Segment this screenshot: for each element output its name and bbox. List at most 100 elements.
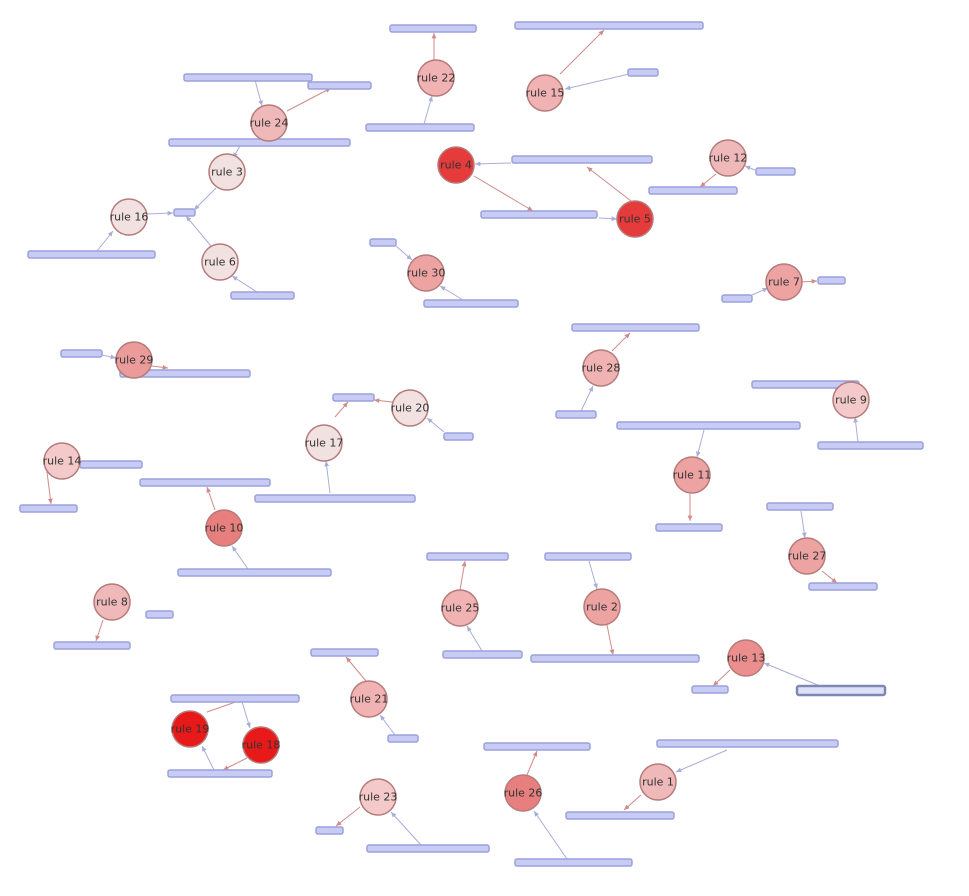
itemset-bar[interactable]: [387, 734, 419, 743]
rule-node-27[interactable]: rule 27: [788, 537, 827, 575]
itemset-bar[interactable]: [755, 167, 796, 176]
itemset-bar[interactable]: [167, 769, 273, 778]
rule-circle[interactable]: [171, 710, 209, 748]
itemset-bar[interactable]: [145, 610, 174, 619]
rule-node-22[interactable]: rule 22: [417, 59, 456, 97]
itemset-bar[interactable]: [168, 138, 351, 147]
itemset-bar[interactable]: [173, 208, 196, 217]
rule-circle[interactable]: [788, 537, 826, 575]
rule-circle[interactable]: [242, 726, 280, 764]
rule-node-14[interactable]: rule 14: [43, 442, 82, 480]
itemset-bar[interactable]: [648, 186, 738, 195]
rule-circle[interactable]: [350, 680, 388, 718]
rule-node-20[interactable]: rule 20: [391, 389, 430, 427]
itemset-bar-selected[interactable]: [795, 684, 887, 697]
itemset-bar[interactable]: [511, 155, 653, 164]
rule-circle[interactable]: [205, 509, 243, 547]
rule-circle[interactable]: [407, 254, 445, 292]
rule-circle[interactable]: [441, 589, 479, 627]
rule-node-5[interactable]: rule 5: [616, 200, 654, 238]
rule-node-1[interactable]: rule 1: [639, 763, 677, 801]
itemset-bar[interactable]: [177, 568, 332, 577]
itemset-bar[interactable]: [443, 432, 474, 441]
rule-circle[interactable]: [110, 198, 148, 236]
itemset-bar[interactable]: [721, 294, 753, 303]
rule-node-29[interactable]: rule 29: [115, 341, 154, 379]
rule-circle[interactable]: [765, 263, 803, 301]
rule-circle[interactable]: [583, 588, 621, 626]
itemset-bar[interactable]: [817, 276, 846, 285]
rule-circle[interactable]: [359, 778, 397, 816]
itemset-bar[interactable]: [627, 68, 659, 77]
itemset-bar[interactable]: [53, 641, 131, 650]
itemset-bar[interactable]: [307, 81, 372, 90]
rule-circle[interactable]: [437, 146, 475, 184]
itemset-bar[interactable]: [423, 299, 519, 308]
rule-circle[interactable]: [417, 59, 455, 97]
itemset-bar[interactable]: [79, 460, 143, 469]
rule-node-18[interactable]: rule 18: [242, 726, 281, 764]
itemset-bar[interactable]: [555, 410, 597, 419]
rule-circle[interactable]: [250, 104, 288, 142]
rule-node-2[interactable]: rule 2: [583, 588, 621, 626]
itemset-bar[interactable]: [27, 250, 156, 259]
itemset-bar[interactable]: [310, 648, 379, 657]
itemset-bar[interactable]: [365, 123, 475, 132]
rule-node-7[interactable]: rule 7: [765, 263, 803, 301]
rule-circle[interactable]: [832, 381, 870, 419]
itemset-bar[interactable]: [170, 694, 300, 703]
rule-circle[interactable]: [616, 200, 654, 238]
itemset-bar[interactable]: [369, 238, 397, 247]
itemset-bar[interactable]: [119, 369, 251, 378]
itemset-bar[interactable]: [183, 73, 313, 82]
rule-node-10[interactable]: rule 10: [205, 509, 244, 547]
rule-node-13[interactable]: rule 13: [727, 639, 766, 677]
rule-node-6[interactable]: rule 6: [201, 243, 239, 281]
rule-circle[interactable]: [208, 153, 246, 191]
rule-node-25[interactable]: rule 25: [441, 589, 480, 627]
itemset-bar[interactable]: [655, 523, 723, 532]
rule-circle[interactable]: [115, 341, 153, 379]
itemset-bar[interactable]: [426, 552, 509, 561]
itemset-bar[interactable]: [514, 21, 704, 30]
rule-node-8[interactable]: rule 8: [93, 583, 131, 621]
rule-circle[interactable]: [727, 639, 765, 677]
itemset-bar[interactable]: [389, 24, 477, 33]
rule-circle[interactable]: [582, 349, 620, 387]
rule-node-12[interactable]: rule 12: [709, 139, 748, 177]
rule-circle[interactable]: [639, 763, 677, 801]
rule-circle[interactable]: [391, 389, 429, 427]
itemset-bar[interactable]: [19, 504, 78, 513]
rule-circle[interactable]: [43, 442, 81, 480]
itemset-bar[interactable]: [808, 582, 878, 591]
itemset-bar[interactable]: [483, 742, 591, 751]
itemset-bar[interactable]: [254, 494, 416, 503]
itemset-bar[interactable]: [514, 858, 633, 867]
rule-circle[interactable]: [673, 456, 711, 494]
itemset-bar[interactable]: [817, 441, 924, 450]
itemset-bar[interactable]: [60, 349, 103, 358]
itemset-bar[interactable]: [139, 478, 271, 487]
rule-node-16[interactable]: rule 16: [110, 198, 149, 236]
rule-circle[interactable]: [201, 243, 239, 281]
itemset-bar[interactable]: [442, 650, 523, 659]
itemset-bar[interactable]: [366, 844, 490, 853]
rule-node-4[interactable]: rule 4: [437, 146, 475, 184]
rule-node-21[interactable]: rule 21: [350, 680, 389, 718]
itemset-bar[interactable]: [544, 552, 632, 561]
itemset-bar[interactable]: [656, 739, 839, 748]
itemset-bar[interactable]: [766, 502, 834, 511]
rule-circle[interactable]: [526, 74, 564, 112]
rule-node-11[interactable]: rule 11: [673, 456, 712, 494]
itemset-bar[interactable]: [616, 421, 801, 430]
rule-circle[interactable]: [504, 774, 542, 812]
rule-node-26[interactable]: rule 26: [504, 774, 543, 812]
itemset-bar[interactable]: [691, 685, 729, 694]
rule-node-28[interactable]: rule 28: [582, 349, 621, 387]
rule-node-30[interactable]: rule 30: [407, 254, 446, 292]
rule-node-24[interactable]: rule 24: [250, 104, 289, 142]
itemset-bar[interactable]: [530, 654, 700, 663]
itemset-bar[interactable]: [480, 210, 598, 219]
rule-node-3[interactable]: rule 3: [208, 153, 246, 191]
